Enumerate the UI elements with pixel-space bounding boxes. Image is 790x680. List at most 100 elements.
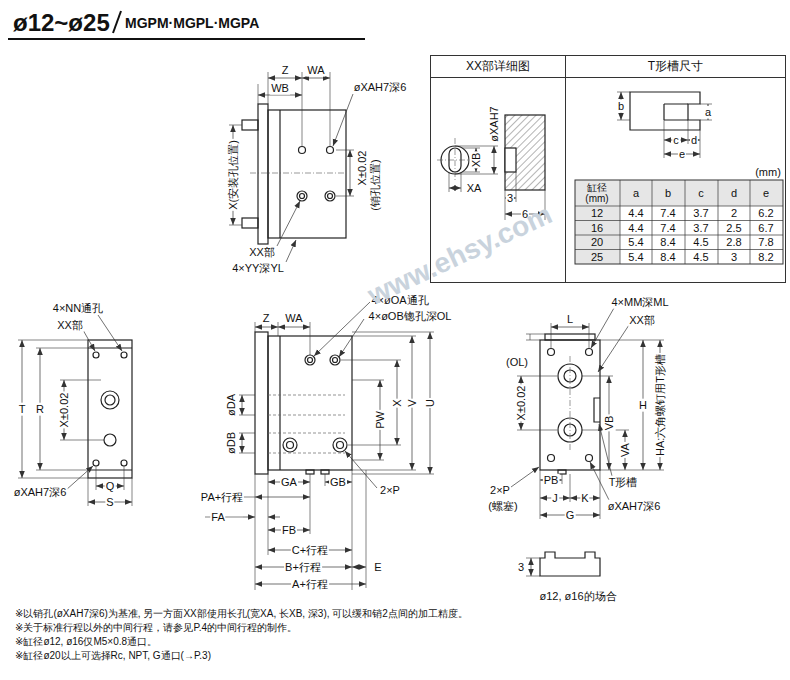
- dimension-label: øXAH7深6: [13, 486, 68, 499]
- dimension-label: X±0.02: [58, 392, 71, 429]
- watermark-text: www.ehsy.com: [362, 198, 558, 312]
- mount-hole: [328, 194, 333, 199]
- dimension-label: FB: [281, 524, 297, 537]
- dimension-label: (螺塞): [487, 500, 518, 513]
- dimension-label: L: [566, 313, 574, 326]
- through-hole: [308, 358, 313, 363]
- note-text: ※缸径ø12, ø16仅M5×0.8通口。: [14, 636, 158, 648]
- dimension-label: øDB: [225, 431, 238, 455]
- table-cell: 4.4: [627, 207, 644, 220]
- guide-rod: [242, 120, 258, 130]
- dimension-label: øXAH7深6: [353, 81, 408, 94]
- body-edge: [88, 348, 132, 470]
- end-plate: [255, 332, 268, 474]
- dimension-label: Z: [262, 312, 271, 325]
- section-view: [505, 115, 545, 190]
- note-text: ※缸径ø20以上可选择Rc, NPT, G通口(→P.3): [14, 650, 212, 662]
- port: [283, 438, 297, 452]
- dimension-label: e: [678, 148, 686, 161]
- leader-line: [511, 467, 539, 487]
- dimension-label: X±0.02: [515, 385, 528, 422]
- dimension-line: [268, 517, 280, 518]
- dimension-line: [449, 188, 461, 189]
- dimension-label: XX部: [628, 314, 656, 327]
- top-tab: [545, 334, 595, 340]
- dimension-label: WB: [270, 82, 290, 95]
- dimension-label: PB: [543, 474, 560, 487]
- dimension-label: A+行程: [291, 578, 329, 591]
- through-hole: [333, 358, 338, 363]
- center-line: [250, 173, 346, 174]
- counterbore-hole: [330, 355, 340, 365]
- extension-lines: [200, 322, 434, 590]
- leader-line: [333, 94, 353, 146]
- table-frame: [575, 180, 783, 264]
- port: [333, 438, 347, 452]
- center-line: [570, 356, 571, 450]
- dimension-label: XB: [470, 152, 483, 169]
- table-cell: 7.8: [757, 236, 774, 249]
- through-hole: [93, 352, 99, 358]
- dimension-line: [352, 567, 366, 568]
- dimension-line: [530, 334, 531, 340]
- title-slash: [113, 11, 121, 33]
- dimension-label: X±0.02: [356, 150, 369, 187]
- dimension-label: Q: [105, 480, 116, 493]
- t-slot-inner: [664, 104, 688, 120]
- table-grid: [575, 180, 783, 264]
- table-cell: 6.2: [757, 207, 774, 220]
- dimension-label: (销孔位置): [369, 158, 382, 211]
- table-cell: 3: [730, 250, 738, 263]
- mount-hole: [300, 194, 305, 199]
- dimension-label: 3: [506, 192, 514, 205]
- dimension-line: [268, 78, 302, 79]
- table-cell: 8.4: [659, 250, 676, 263]
- table-cell: 2.5: [725, 221, 742, 234]
- port: [287, 442, 294, 449]
- dimension-label: c: [672, 134, 680, 147]
- dimension-label: d: [690, 134, 698, 147]
- dimension-line: [302, 78, 330, 79]
- table-cell: 5.4: [627, 236, 644, 249]
- table-cell: 16: [590, 221, 604, 234]
- dimension-label: 4×øOB锪孔深OL: [368, 310, 453, 323]
- dimension-label: a: [704, 106, 712, 119]
- through-hole: [121, 352, 127, 358]
- dimension-label: T: [18, 403, 27, 416]
- small-bore-variant: [540, 552, 600, 576]
- dimension-label: PW: [374, 410, 387, 430]
- through-hole: [93, 460, 99, 466]
- table-cell: 6.7: [757, 221, 774, 234]
- dimension-line: [258, 95, 302, 96]
- extension-lines: [517, 323, 664, 519]
- body-edge: [279, 336, 280, 470]
- t-slot: [594, 398, 600, 422]
- mount-hole: [325, 191, 335, 201]
- thread-hole: [548, 349, 555, 356]
- rod-hole: [101, 391, 119, 409]
- panel-heading: T形槽尺寸: [566, 56, 785, 78]
- dimension-label: X: [391, 398, 404, 407]
- dimension-label: XX部: [248, 246, 276, 259]
- bottom-port: [306, 470, 314, 474]
- extension-lines: [617, 92, 712, 158]
- table-cell: 5.4: [627, 250, 644, 263]
- extension-lines: [526, 558, 540, 576]
- dimension-label: Z: [281, 64, 290, 77]
- dimension-label: VA: [619, 442, 632, 458]
- detail-panel: T形槽尺寸: [565, 55, 786, 283]
- page-title: ø12~ø25: [12, 9, 111, 37]
- leader-line: [599, 424, 612, 476]
- end-view-body: [540, 340, 600, 470]
- dimension-label: 3: [517, 561, 525, 574]
- dimension-line: [242, 433, 243, 453]
- dimension-label: K: [580, 492, 589, 505]
- thread-hole: [586, 349, 593, 356]
- leader-line: [314, 302, 370, 356]
- dimension-line: [494, 146, 495, 174]
- through-hole: [121, 460, 127, 466]
- rod-hole: [105, 395, 115, 405]
- counterbore-hole: [305, 355, 315, 365]
- table-cell: 7.4: [659, 221, 676, 234]
